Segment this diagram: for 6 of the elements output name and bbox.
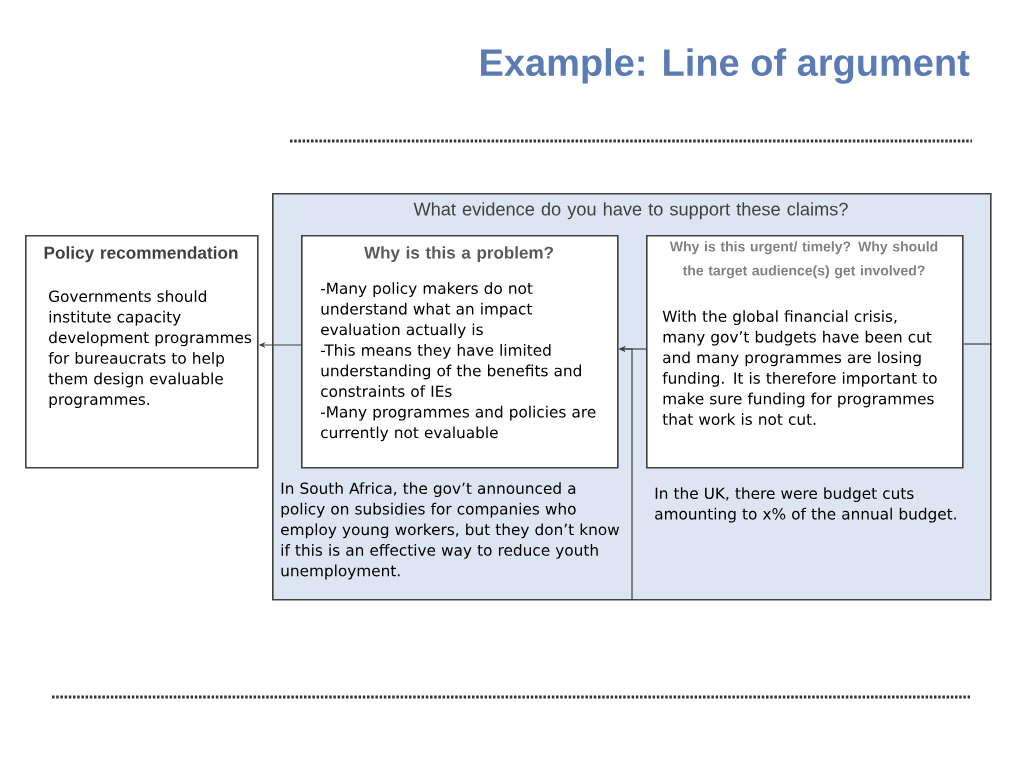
evidence-text: In South Africa, the gov’t announced a policy on subsidies for companies who employ young workers, but they don’t know if this is an effective way to reduce youth unemployment.	[281, 482, 620, 580]
text-box: Why is this urgent/ timely? Why should the target audience(s) get involved? With the global financial crisis, many gov’t budgets have been cut and many programmes are losing funding. It is therefore important to make sure funding for programmes that work is not cut.	[646, 235, 964, 469]
text-box: Why is this a problem? -Many policy makers do not understand what an impact evaluation actually is -This means they have limited understanding of the benefits and constraints of IEs -Many programmes and policies are currently not evaluable	[301, 235, 619, 469]
evidence-text: In the UK, there were budget cuts amounting to x% of the annual budget.	[655, 487, 956, 523]
text-box: Policy recommendation Governments should institute capacity development programmes for bureaucrats to help them design evaluable programmes.	[25, 235, 259, 469]
title: Example: Line of argument	[481, 48, 970, 84]
